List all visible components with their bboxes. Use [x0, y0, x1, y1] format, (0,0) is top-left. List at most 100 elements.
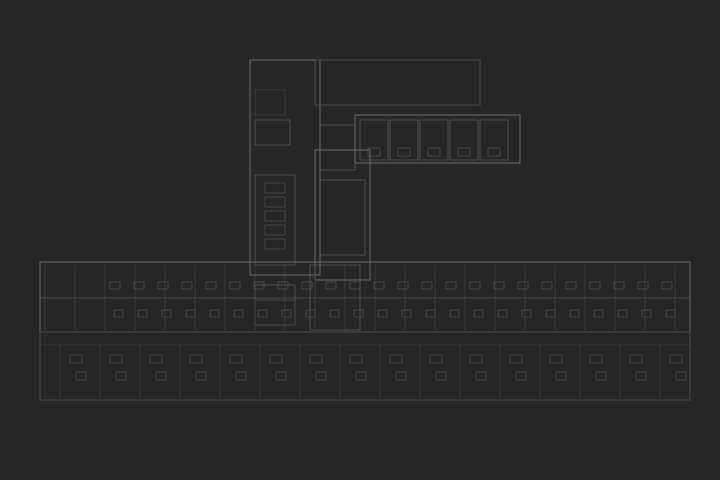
main-bar-desk [397, 281, 409, 290]
main-bar-desk [373, 281, 385, 290]
north-east-desk [397, 147, 411, 157]
main-bar-desk [229, 281, 241, 290]
tower-bench [264, 210, 286, 222]
furniture-layer [69, 147, 687, 381]
main-bar-desk [497, 309, 508, 318]
main-bar-desk [521, 309, 532, 318]
tower-lower-room [254, 284, 296, 326]
south-bar-desk [235, 371, 247, 381]
central-core-outline [314, 149, 371, 281]
south-bar-desk [149, 354, 163, 364]
wall-layer [39, 59, 691, 401]
main-bar-desk [377, 309, 388, 318]
main-bar-desk [569, 309, 580, 318]
north-east-room [419, 119, 449, 161]
main-bar-desk [205, 281, 217, 290]
main-bar-desk [281, 309, 292, 318]
main-bar-desk [185, 309, 196, 318]
north-east-desk [367, 147, 381, 157]
core-lower-room [309, 264, 361, 331]
core-upper-room [319, 124, 356, 171]
main-bar-outline [39, 261, 691, 333]
main-bar-desk [641, 309, 652, 318]
main-bar-desk [665, 309, 676, 318]
south-bar-desk [675, 371, 687, 381]
main-bar-desk [425, 309, 436, 318]
south-bar-desk [395, 371, 407, 381]
main-bar-desk [113, 309, 124, 318]
main-bar-desk [661, 281, 673, 290]
tower-room-a [254, 119, 291, 146]
core-hall [319, 179, 366, 256]
south-bar-desk [669, 354, 683, 364]
south-bar-desk [509, 354, 523, 364]
main-bar-desk [161, 309, 172, 318]
south-bar-desk [355, 371, 367, 381]
south-bar-desk [195, 371, 207, 381]
main-bar-desk [589, 281, 601, 290]
south-bar-desk [349, 354, 363, 364]
south-bar-desk [115, 371, 127, 381]
south-bar-desk [75, 371, 87, 381]
main-bar-desk [253, 281, 265, 290]
south-bar-desk [555, 371, 567, 381]
tower-stair-room [254, 174, 296, 266]
main-bar-desk [109, 281, 121, 290]
main-bar-desk [493, 281, 505, 290]
south-bar-desk [629, 354, 643, 364]
main-bar-desk [257, 309, 268, 318]
south-bar-desk [515, 371, 527, 381]
north-east-room [449, 119, 479, 161]
south-bar-desk [189, 354, 203, 364]
main-bar-desk [401, 309, 412, 318]
faint-wall-layer [40, 344, 690, 398]
main-bar-desk [277, 281, 289, 290]
tower-bench [264, 224, 286, 236]
main-bar-desk [349, 281, 361, 290]
south-bar-desk [389, 354, 403, 364]
north-east-desk [487, 147, 501, 157]
south-bar-desk [475, 371, 487, 381]
main-bar-desk [637, 281, 649, 290]
north-east-desk [427, 147, 441, 157]
south-bar-desk [315, 371, 327, 381]
north-east-desk [457, 147, 471, 157]
main-bar-desk [181, 281, 193, 290]
main-bar-desk [305, 309, 316, 318]
south-bar-desk [69, 354, 83, 364]
main-bar-desk [593, 309, 604, 318]
main-bar-desk [473, 309, 484, 318]
south-bar-desk [429, 354, 443, 364]
south-bar-desk [229, 354, 243, 364]
main-bar-desk [301, 281, 313, 290]
main-bar-desk [449, 309, 460, 318]
main-bar-desk [565, 281, 577, 290]
main-bar-desk [617, 309, 628, 318]
main-bar-desk [137, 309, 148, 318]
south-bar-desk [269, 354, 283, 364]
tower-bench [264, 238, 286, 250]
south-bar-desk [549, 354, 563, 364]
south-bar-desk [589, 354, 603, 364]
south-bar-desk [469, 354, 483, 364]
main-bar-desk [325, 281, 337, 290]
main-bar-desk [157, 281, 169, 290]
south-bar-desk [309, 354, 323, 364]
north-east-room [359, 119, 389, 161]
south-bar-desk [635, 371, 647, 381]
north-east-room [389, 119, 419, 161]
main-bar-desk [469, 281, 481, 290]
main-bar-desk [545, 309, 556, 318]
tower-bench [264, 196, 286, 208]
main-bar-desk [517, 281, 529, 290]
main-bar-desk [613, 281, 625, 290]
tower-room-b [254, 89, 286, 116]
tower-bench [264, 182, 286, 194]
north-east-room [479, 119, 509, 161]
main-bar-desk [445, 281, 457, 290]
south-bar-desk [155, 371, 167, 381]
south-bar-desk [109, 354, 123, 364]
main-bar-desk [421, 281, 433, 290]
